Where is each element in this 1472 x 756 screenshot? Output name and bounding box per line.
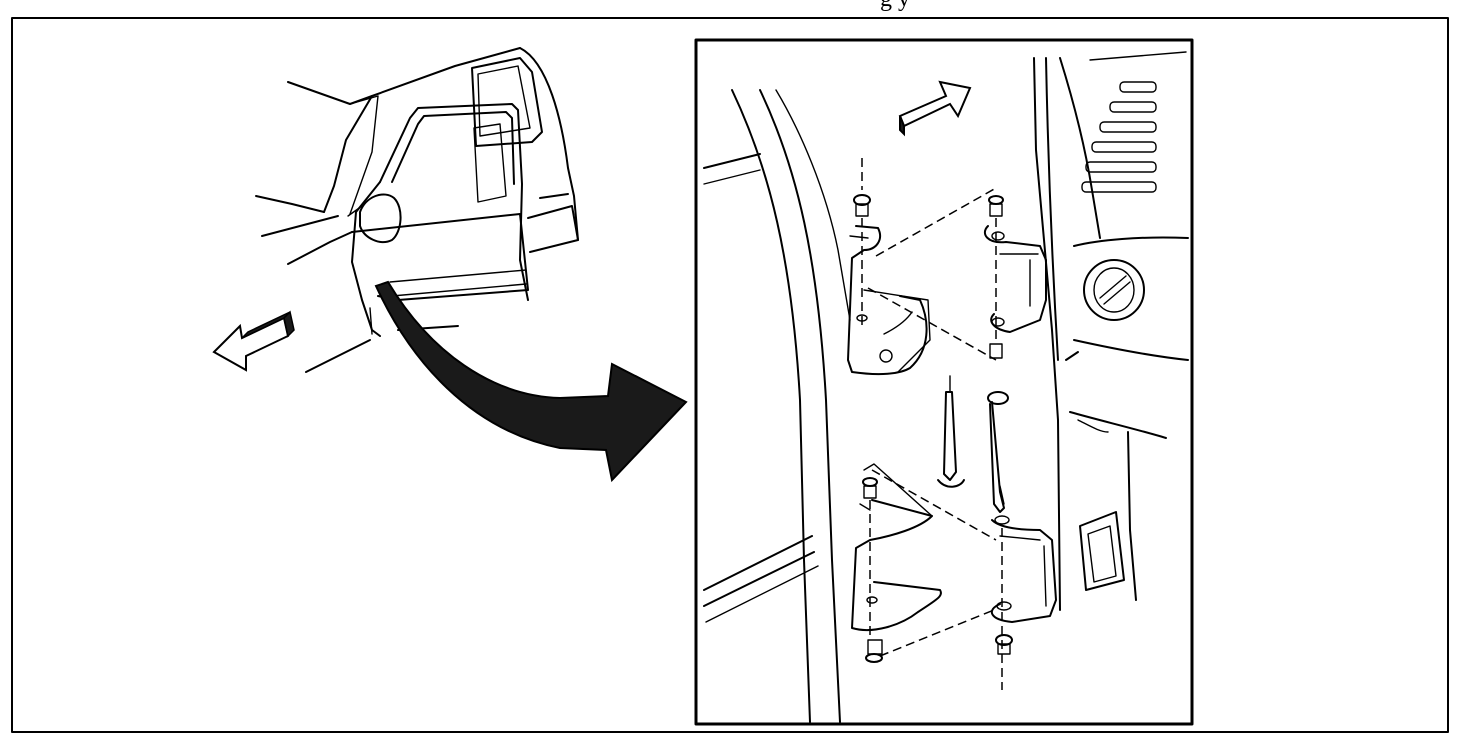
hinge-bolt — [862, 477, 883, 663]
hinge-bolt — [995, 528, 1013, 690]
detail-inset — [694, 38, 1194, 726]
direction-arrow-icon — [212, 310, 295, 372]
lower-hinge — [851, 463, 1057, 690]
direction-arrow-icon — [898, 80, 972, 137]
curved-callout-arrow-icon — [374, 280, 688, 483]
hinge-bolt — [853, 158, 871, 328]
cropped-header-text: g y — [880, 0, 910, 13]
hinge-pin — [987, 391, 1009, 513]
vent-grille — [1081, 81, 1157, 193]
hinge-bolt — [988, 195, 1004, 359]
upper-hinge — [847, 158, 1047, 376]
outer-frame — [11, 17, 1449, 733]
hinge-pin — [937, 375, 965, 488]
inset-frame — [694, 38, 1194, 726]
